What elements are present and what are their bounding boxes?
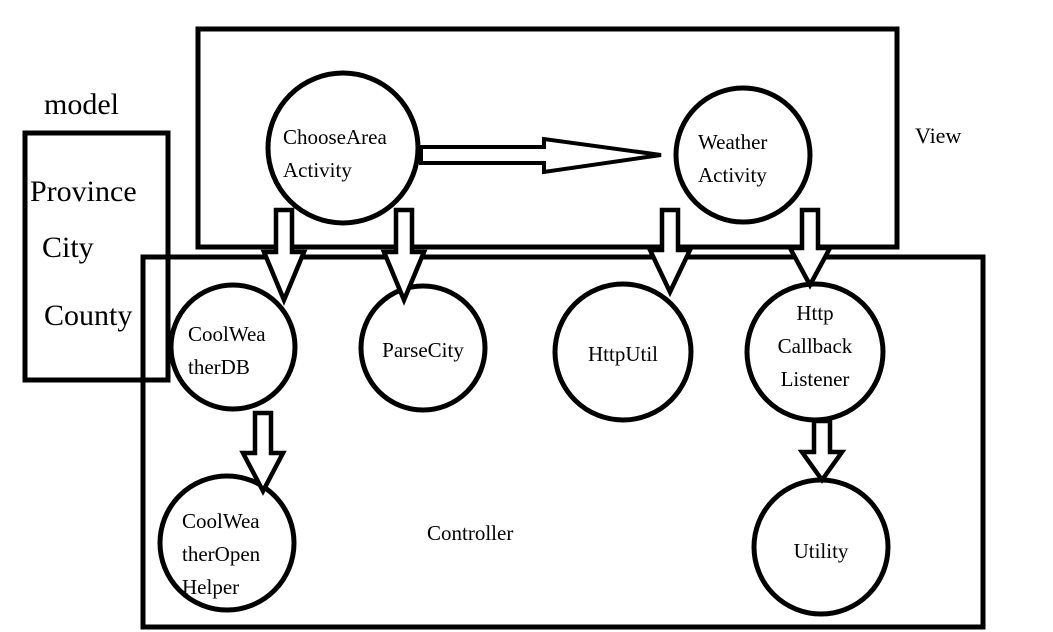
model-region-label: model [44,88,119,121]
node-circle-weather-activity [673,85,813,225]
model-box [22,130,171,383]
model-item-province: Province [30,175,137,208]
node-label-line: Callback [777,334,853,358]
node-label-http-util: HttpUtil [563,338,683,371]
node-circle-cool-weather-open-helper [157,473,297,613]
node-label-line: CoolWea [182,509,260,533]
view-region-label: View [915,123,962,148]
view-box [195,26,900,250]
node-label-line: CoolWea [188,322,266,346]
arrow-choosearea-to-weatheractivity [419,136,662,175]
node-circle-choose-area-activity [265,70,421,226]
node-label-line: therOpen [182,542,261,566]
node-circle-cool-weather-db [168,282,298,412]
node-label-line: Listener [780,367,850,391]
node-label-cool-weather-db: CoolWea therDB [188,318,266,384]
model-item-county: County [44,299,133,332]
node-label-choose-area-activity: ChooseArea Activity [283,121,387,187]
arrow-weather-to-httpcallbacklistener [786,207,834,290]
arrow-choosearea-to-parsecity [380,207,428,306]
node-circle-http-util [552,281,694,423]
arrow-choosearea-to-coolweatherdb [260,207,308,306]
node-label-line: ChooseArea [283,125,387,149]
node-label-line: Helper [182,575,240,599]
model-item-city: City [42,231,94,264]
arrow-weather-to-httputil [646,207,694,298]
node-label-line: Weather [698,130,768,154]
node-label-line: Utility [793,539,849,563]
node-label-line: Activity [283,158,352,182]
node-label-cool-weather-open-helper: CoolWea therOpen Helper [182,505,260,604]
node-label-line: HttpUtil [587,342,658,366]
node-label-line: ParseCity [382,338,464,362]
controller-box [140,254,986,630]
node-label-line: therDB [188,355,250,379]
node-label-utility: Utility [761,535,881,568]
node-label-weather-activity: Weather Activity [698,126,767,192]
node-circle-parse-city [358,283,488,413]
node-label-parse-city: ParseCity [363,334,483,367]
arrow-httpcallbacklistener-to-utility [797,418,847,484]
node-label-line: Http [796,301,834,325]
arrow-coolweatherdb-to-coolweatheropenhelper [239,410,287,496]
node-label-http-callback-listener: Http Callback Listener [755,297,875,396]
controller-region-label: Controller [427,521,514,545]
node-label-line: Activity [698,163,767,187]
